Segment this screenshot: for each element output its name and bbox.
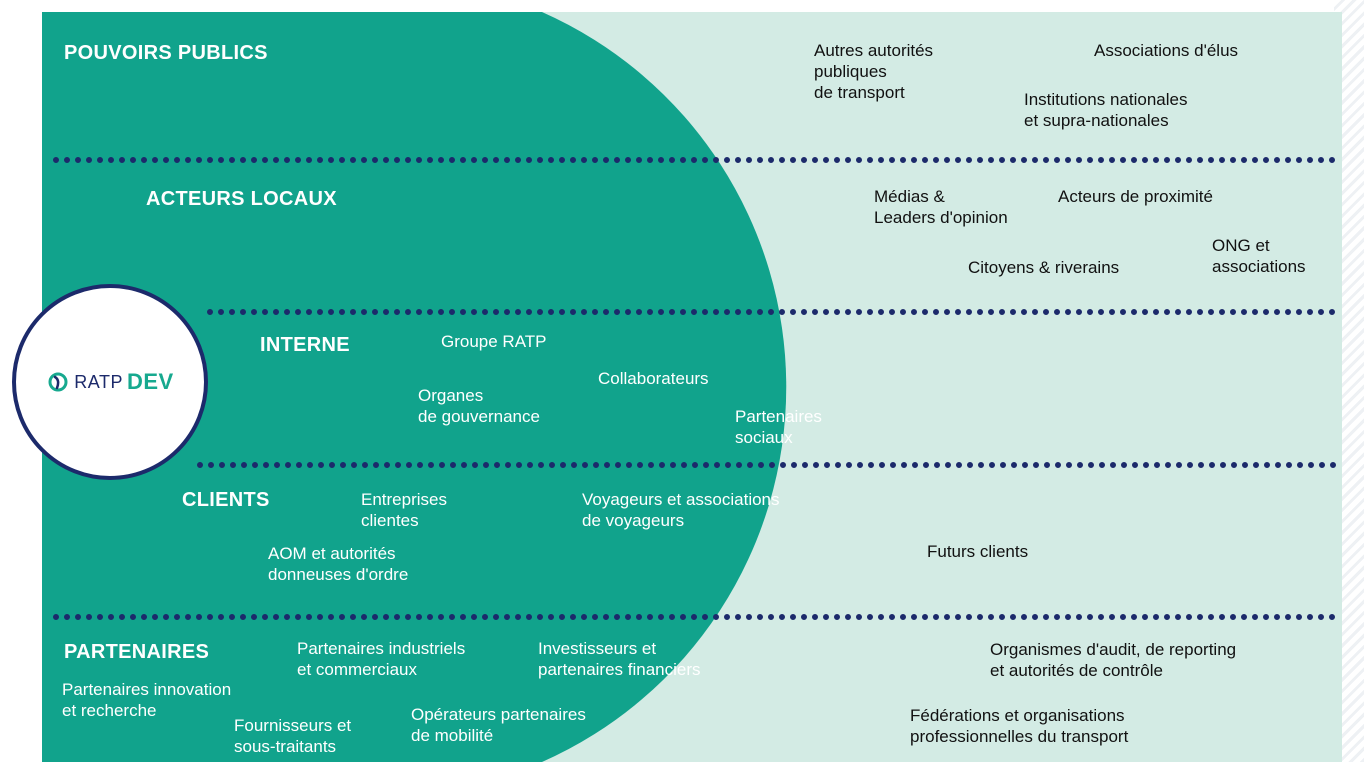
label-partenaires-industriels: Partenaires industriels et commerciaux	[297, 639, 466, 679]
label-investisseurs: Investisseurs et partenaires financiers	[538, 639, 701, 679]
label-citoyens: Citoyens & riverains	[968, 258, 1120, 277]
ratp-dev-logo: RATP DEV	[46, 369, 173, 395]
label-autres-autorites: Autres autorités publiques de transport	[814, 41, 934, 102]
section-pouvoirs-publics: POUVOIRS PUBLICS	[64, 42, 268, 64]
section-clients: CLIENTS	[182, 489, 270, 511]
label-aom: AOM et autorités donneuses d'ordre	[268, 544, 409, 584]
section-acteurs-locaux: ACTEURS LOCAUX	[146, 188, 337, 210]
ratp-dev-logo-icon	[48, 372, 68, 392]
inner-circle-area	[42, 12, 1342, 762]
label-acteurs-proximite: Acteurs de proximité	[1058, 187, 1213, 206]
label-ong: ONG et associations	[1212, 236, 1306, 276]
label-associations-elus: Associations d'élus	[1094, 41, 1239, 60]
label-entreprises-clientes: Entreprises clientes	[361, 490, 447, 530]
label-partenaires-sociaux: Partenaires sociaux	[735, 407, 822, 447]
label-partenaires-innovation: Partenaires innovation et recherche	[62, 680, 232, 720]
label-futurs-clients: Futurs clients	[927, 542, 1029, 561]
label-organes: Organes de gouvernance	[418, 386, 540, 426]
label-organismes-audit: Organismes d'audit, de reporting et auto…	[990, 640, 1237, 680]
label-institutions: Institutions nationales et supra-nationa…	[1024, 90, 1188, 130]
section-partenaires: PARTENAIRES	[64, 641, 210, 663]
label-voyageurs: Voyageurs et associations de voyageurs	[582, 490, 780, 530]
label-collaborateurs: Collaborateurs	[598, 369, 709, 388]
label-federations: Fédérations et organisations professionn…	[910, 706, 1129, 746]
label-operateurs: Opérateurs partenaires de mobilité	[411, 705, 586, 745]
logo-text-dev: DEV	[126, 369, 174, 394]
ratp-dev-logo-circle: RATP DEV	[12, 284, 208, 480]
inner-half-disc	[42, 12, 787, 762]
logo-text-ratp: RATP	[74, 371, 123, 392]
section-interne: INTERNE	[260, 334, 350, 356]
label-fournisseurs: Fournisseurs et sous-traitants	[234, 716, 352, 756]
label-groupe-ratp: Groupe RATP	[441, 332, 547, 351]
label-medias: Médias & Leaders d'opinion	[874, 187, 1008, 227]
